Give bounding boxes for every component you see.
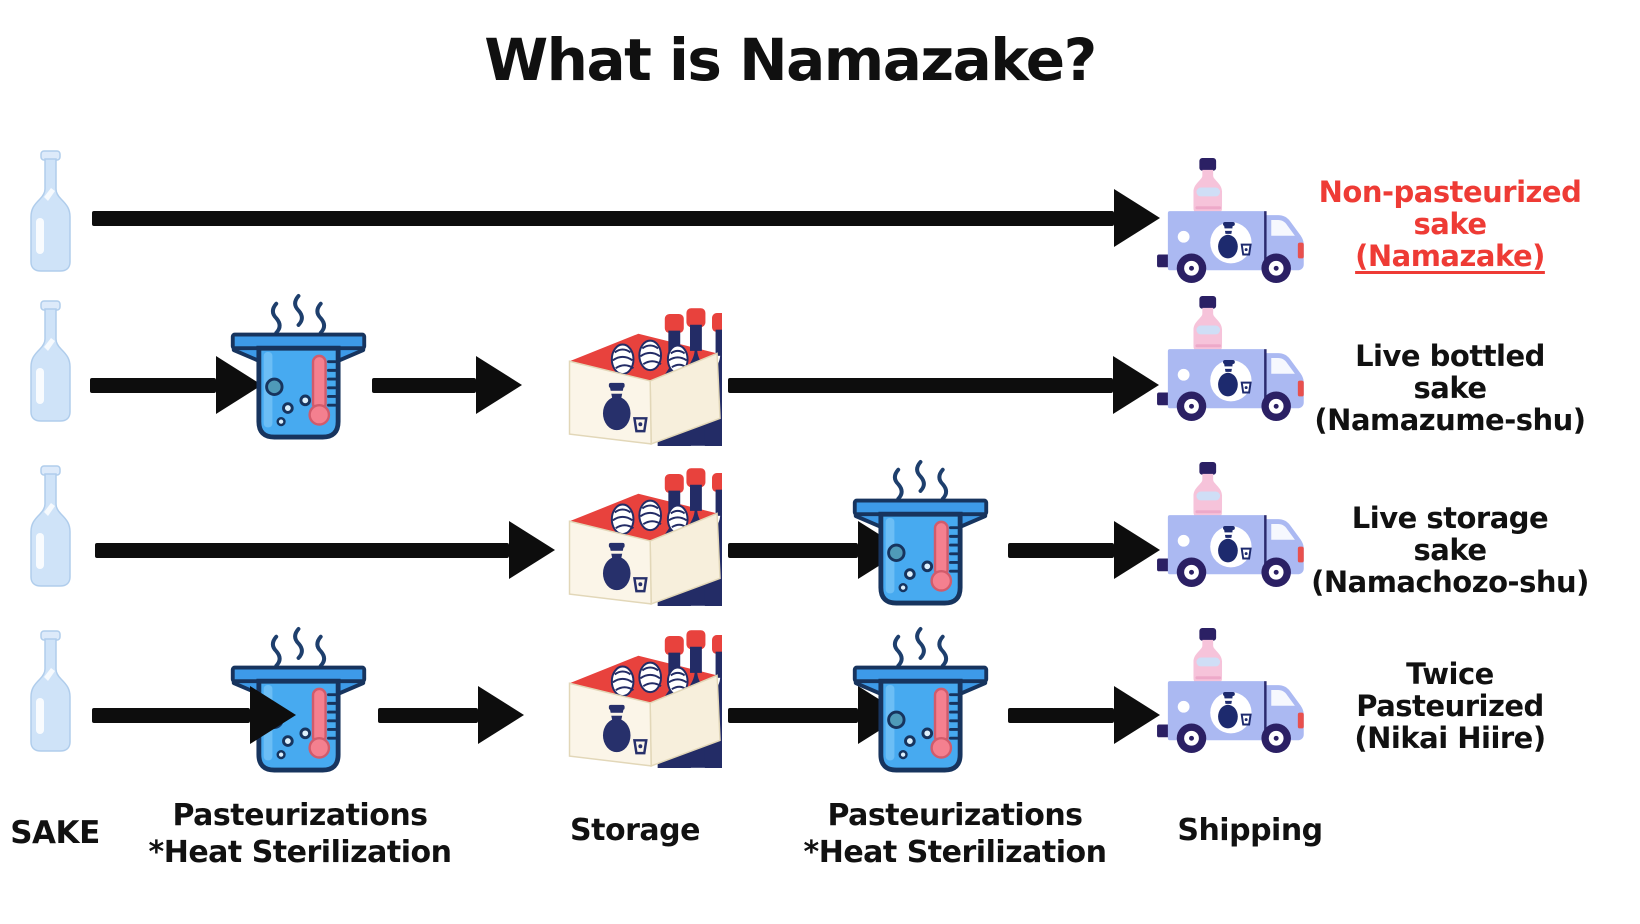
row-label-line: sake	[1413, 533, 1487, 567]
sake-bottle-icon	[24, 630, 77, 752]
row-label-line-underlined: (Namazake)	[1355, 239, 1545, 273]
flow-arrow	[92, 189, 1160, 247]
flow-arrow-head	[1113, 356, 1159, 414]
flow-arrow	[90, 356, 262, 414]
row-label-namachozo-shu: Live storage sake (Namachozo-shu)	[1260, 502, 1640, 598]
pasteurization-pot-icon	[848, 458, 993, 608]
row-label-namazake: Non-pasteurized sake (Namazake)	[1260, 176, 1640, 272]
flow-arrow	[728, 356, 1159, 414]
stage-label-line: Pasteurizations	[827, 798, 1083, 833]
flow-arrow-head	[250, 686, 296, 744]
sake-bottle-icon	[24, 465, 77, 587]
row-label-namazume-shu: Live bottled sake (Namazume-shu)	[1260, 340, 1640, 436]
stage-label-pasteurization-left: Pasteurizations *Heat Sterilization	[125, 797, 475, 871]
flow-arrow-head	[509, 521, 555, 579]
storage-box-icon	[540, 630, 722, 768]
pasteurization-pot-icon	[848, 625, 993, 775]
stage-label-line: *Heat Sterilization	[803, 835, 1107, 870]
row-label-line: (Namachozo-shu)	[1311, 565, 1589, 599]
flow-arrow-shaft	[92, 210, 1114, 226]
flow-arrow-shaft	[1008, 542, 1114, 558]
flow-arrow-head	[1114, 521, 1160, 579]
row-label-line: sake	[1413, 207, 1487, 241]
storage-box-icon	[540, 308, 722, 446]
flow-arrow-shaft	[378, 707, 478, 723]
flow-arrow-shaft	[92, 707, 250, 723]
stage-label-line: Pasteurizations	[172, 798, 428, 833]
page-title: What is Namazake?	[484, 26, 1097, 94]
row-label-nikai-hiire: Twice Pasteurized (Nikai Hiire)	[1260, 658, 1640, 754]
row-label-line: Pasteurized	[1356, 689, 1544, 723]
stage-label-shipping: Shipping	[1177, 813, 1323, 848]
row-label-line: sake	[1413, 371, 1487, 405]
flow-arrow-shaft	[728, 377, 1113, 393]
flow-arrow-shaft	[90, 377, 216, 393]
storage-box-icon	[540, 468, 722, 606]
sake-bottle-icon	[24, 300, 77, 422]
flow-arrow-shaft	[1008, 707, 1114, 723]
flow-arrow-head	[216, 356, 262, 414]
pasteurization-pot-icon	[226, 292, 371, 442]
flow-arrow	[372, 356, 522, 414]
flow-arrow-head	[1114, 189, 1160, 247]
sake-bottle-icon	[24, 150, 77, 272]
flow-arrow-shaft	[728, 542, 858, 558]
row-label-line: Live storage	[1351, 501, 1549, 535]
flow-arrow-head	[1114, 686, 1160, 744]
flow-arrow-head	[478, 686, 524, 744]
row-label-line: (Nikai Hiire)	[1354, 721, 1546, 755]
flow-arrow	[95, 521, 555, 579]
flow-arrow-head	[476, 356, 522, 414]
row-label-line: Non-pasteurized	[1318, 175, 1582, 209]
stage-label-line: *Heat Sterilization	[148, 835, 452, 870]
row-label-line: (Namazume-shu)	[1314, 403, 1586, 437]
flow-arrow-shaft	[95, 542, 509, 558]
flow-arrow-shaft	[372, 377, 476, 393]
stage-label-sake: SAKE	[10, 815, 100, 851]
row-label-line: Twice	[1406, 657, 1494, 691]
flow-arrow	[92, 686, 296, 744]
row-label-line: Live bottled	[1355, 339, 1545, 373]
stage-label-pasteurization-right: Pasteurizations *Heat Sterilization	[780, 797, 1130, 871]
stage-label-storage: Storage	[570, 813, 700, 848]
flow-arrow	[1008, 686, 1160, 744]
flow-arrow-shaft	[728, 707, 858, 723]
flow-arrow	[378, 686, 524, 744]
flow-arrow	[1008, 521, 1160, 579]
